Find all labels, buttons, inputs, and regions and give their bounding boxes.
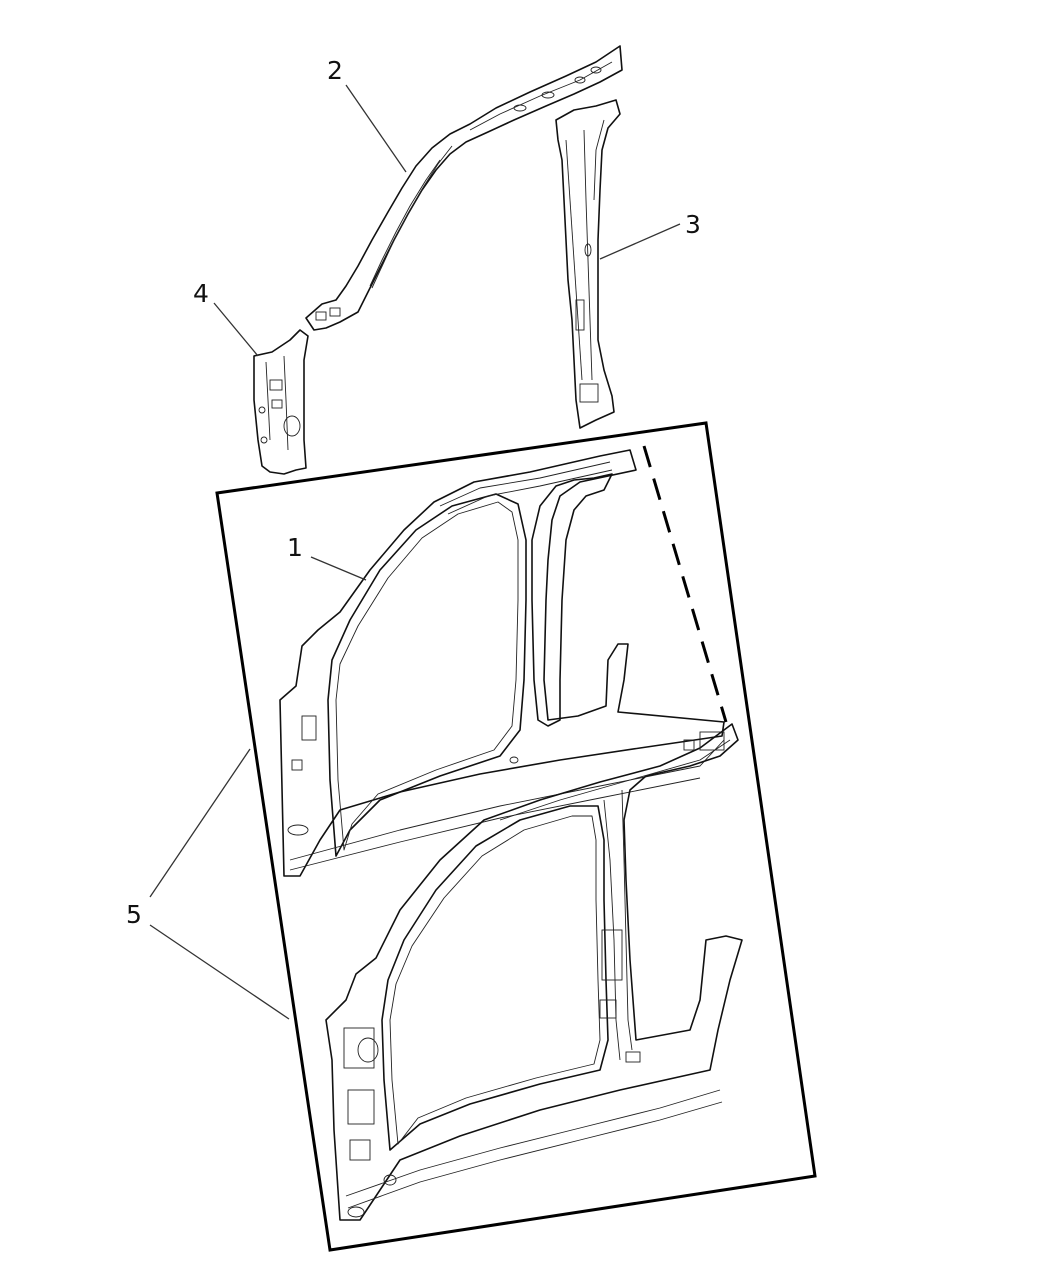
part-2-roof-rail[interactable] [305, 45, 623, 331]
leader-line-5a [149, 748, 251, 898]
callout-5: 5 [126, 748, 290, 1020]
callout-1: 1 [287, 533, 367, 581]
leader-line-5b [149, 924, 290, 1020]
leader-line-3 [599, 223, 681, 260]
callout-label-1: 1 [287, 533, 303, 562]
callout-label-2: 2 [327, 56, 343, 85]
part-3-b-pillar[interactable] [555, 99, 621, 429]
callout-label-3: 3 [685, 210, 701, 239]
leader-line-1 [310, 556, 367, 581]
part-1-body-side-inner[interactable] [279, 449, 725, 877]
leader-line-2 [345, 84, 407, 173]
callout-4: 4 [193, 279, 259, 357]
callout-2: 2 [327, 56, 407, 173]
assembly-frame [215, 421, 817, 1252]
callout-label-4: 4 [193, 279, 209, 308]
part-5-body-side-outer[interactable] [325, 723, 743, 1221]
callout-label-5: 5 [126, 900, 142, 929]
leader-line-4 [213, 302, 259, 357]
part-4-hinge-pillar[interactable] [253, 329, 309, 475]
callout-3: 3 [599, 210, 701, 260]
